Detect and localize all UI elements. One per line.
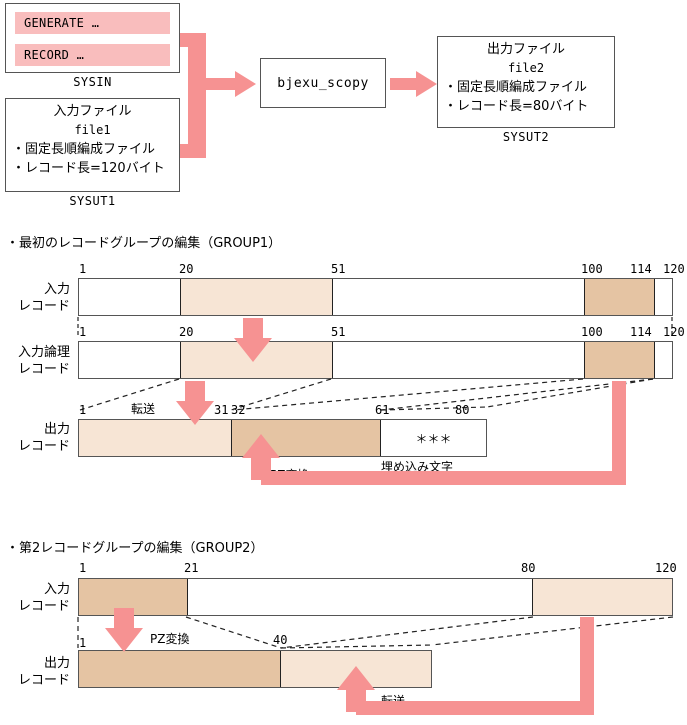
g2-input-record-label-line2: レコード	[17, 599, 70, 614]
sysut2-line-4: ・レコード長=80バイト	[444, 99, 589, 114]
g1-input-tick-114: 114	[630, 262, 652, 276]
g2-output-record-label: 出力 レコード	[0, 655, 70, 689]
g1-input-seg-2	[180, 279, 332, 315]
g1-logical-tick-51: 51	[331, 325, 346, 339]
g1-logical-tick-1: 1	[79, 325, 87, 339]
g2-output-record-label-line1: 出力	[43, 656, 70, 671]
g1-logical-seg-5	[654, 342, 672, 378]
g1-logical-seg-4	[584, 342, 654, 378]
g1-input-record-label: 入力 レコード	[0, 281, 70, 315]
g1-input-tick-120: 120	[663, 262, 685, 276]
g1-output-tick-61: 61	[375, 403, 390, 417]
g2-input-record-label-line1: 入力	[43, 582, 70, 597]
g2-input-tick-80: 80	[521, 561, 536, 575]
g1-input-tick-20: 20	[179, 262, 194, 276]
g1-fill-chars-label: 埋め込み文字	[381, 460, 454, 474]
g1-logical-tick-120: 120	[663, 325, 685, 339]
g1-logical-tick-20: 20	[179, 325, 194, 339]
g2-output-record-label-line2: レコード	[17, 673, 70, 688]
g1-logical-record-label: 入力論理 レコード	[0, 344, 70, 378]
sysin-box: GENERATE … RECORD …	[5, 3, 180, 73]
program-box: bjexu_scopy	[260, 58, 386, 108]
g1-logical-record-label-line1: 入力論理	[17, 345, 70, 360]
g1-logical-tick-114: 114	[630, 325, 652, 339]
g1-output-record-label: 出力 レコード	[0, 421, 70, 455]
g2-input-seg-2	[186, 579, 533, 615]
g1-logical-record-bar	[78, 341, 673, 379]
sysut1-line-1: 入力ファイル	[53, 104, 132, 119]
sysut2-line-3: ・固定長順編成ファイル	[444, 80, 588, 95]
g1-output-tick-80: 80	[455, 403, 470, 417]
g1-input-record-label-line1: 入力	[43, 282, 70, 297]
sysut1-line-4: ・レコード長=120バイト	[12, 161, 165, 176]
sysut2-line-1: 出力ファイル	[486, 42, 565, 57]
g2-input-tick-21: 21	[184, 561, 199, 575]
g1-input-record-label-line2: レコード	[17, 299, 70, 314]
sysut1-line-2: file1	[74, 123, 111, 137]
program-label: bjexu_scopy	[277, 75, 369, 91]
sysut1-caption: SYSUT1	[69, 194, 116, 208]
g1-logical-record-label-line2: レコード	[17, 362, 70, 377]
g1-output-record-label-line1: 出力	[43, 422, 70, 437]
g1-input-record-bar	[78, 278, 673, 316]
g2-output-seg-transfer	[279, 651, 431, 687]
group2-title: ・第2レコードグループの編集（GROUP2）	[6, 541, 264, 556]
g1-output-tick-31: 31	[214, 403, 229, 417]
flow-arrow-to-sysut2-shaft	[390, 78, 418, 90]
g2-output-seg-pz	[79, 651, 280, 687]
g1-output-tick-1: 1	[79, 403, 87, 417]
g2-output-tick-40: 40	[273, 633, 288, 647]
g2-transfer-label: 転送	[381, 694, 406, 708]
g2-input-tick-1: 1	[79, 561, 87, 575]
g1-logical-seg-2	[180, 342, 332, 378]
g1-output-seg-transfer	[79, 420, 231, 456]
g1-output-record-bar: ＊＊＊	[78, 419, 487, 457]
g1-input-tick-100: 100	[581, 262, 603, 276]
g1-input-tick-51: 51	[331, 262, 346, 276]
g1-input-seg-3	[332, 279, 584, 315]
sysut2-line-2: file2	[507, 61, 545, 75]
sysut1-box: 入力ファイル file1 ・固定長順編成ファイル ・レコード長=120バイト	[5, 98, 180, 192]
flow-arrowhead-to-sysut2	[416, 71, 437, 97]
flow-bracket-vertical	[188, 33, 206, 158]
flow-arrowhead-to-program	[235, 71, 256, 97]
sysut2-box: 出力ファイル file2 ・固定長順編成ファイル ・レコード長=80バイト	[437, 36, 615, 128]
g1-input-seg-1	[79, 279, 180, 315]
sysut1-line-3: ・固定長順編成ファイル	[12, 142, 156, 157]
g2-input-seg-3	[532, 579, 672, 615]
g1-pz-label: PZ変換	[270, 468, 310, 482]
g2-output-tick-1: 1	[79, 636, 87, 650]
g1-output-record-label-line2: レコード	[17, 439, 70, 454]
g1-logical-tick-100: 100	[581, 325, 603, 339]
sysut2-caption: SYSUT2	[502, 130, 550, 144]
flow-bracket-bottom-stub	[180, 144, 190, 158]
g2-pz-label: PZ変換	[150, 632, 190, 646]
group1-title: ・最初のレコードグループの編集（GROUP1）	[6, 236, 282, 251]
g1-logical-seg-1	[79, 342, 180, 378]
g1-logical-seg-3	[332, 342, 584, 378]
g1-transfer-label: 転送	[131, 402, 156, 416]
g2-input-record-bar	[78, 578, 673, 616]
sysin-statement-generate: GENERATE …	[15, 12, 170, 34]
g1-output-seg-pz	[231, 420, 380, 456]
g1-input-tick-1: 1	[79, 262, 87, 276]
sysin-caption: SYSIN	[73, 75, 112, 89]
g1-output-seg-fill: ＊＊＊	[380, 420, 486, 456]
g1-output-tick-32: 32	[231, 403, 246, 417]
g1-input-seg-5	[654, 279, 672, 315]
sysin-statement-record: RECORD …	[15, 44, 170, 66]
g2-output-record-bar	[78, 650, 432, 688]
flow-bracket-top-stub	[180, 33, 190, 47]
g2-input-record-label: 入力 レコード	[0, 581, 70, 615]
g2-input-tick-120: 120	[655, 561, 677, 575]
g1-input-seg-4	[584, 279, 654, 315]
g2-input-seg-1	[79, 579, 187, 615]
flow-arrow-to-program-shaft	[206, 78, 238, 90]
